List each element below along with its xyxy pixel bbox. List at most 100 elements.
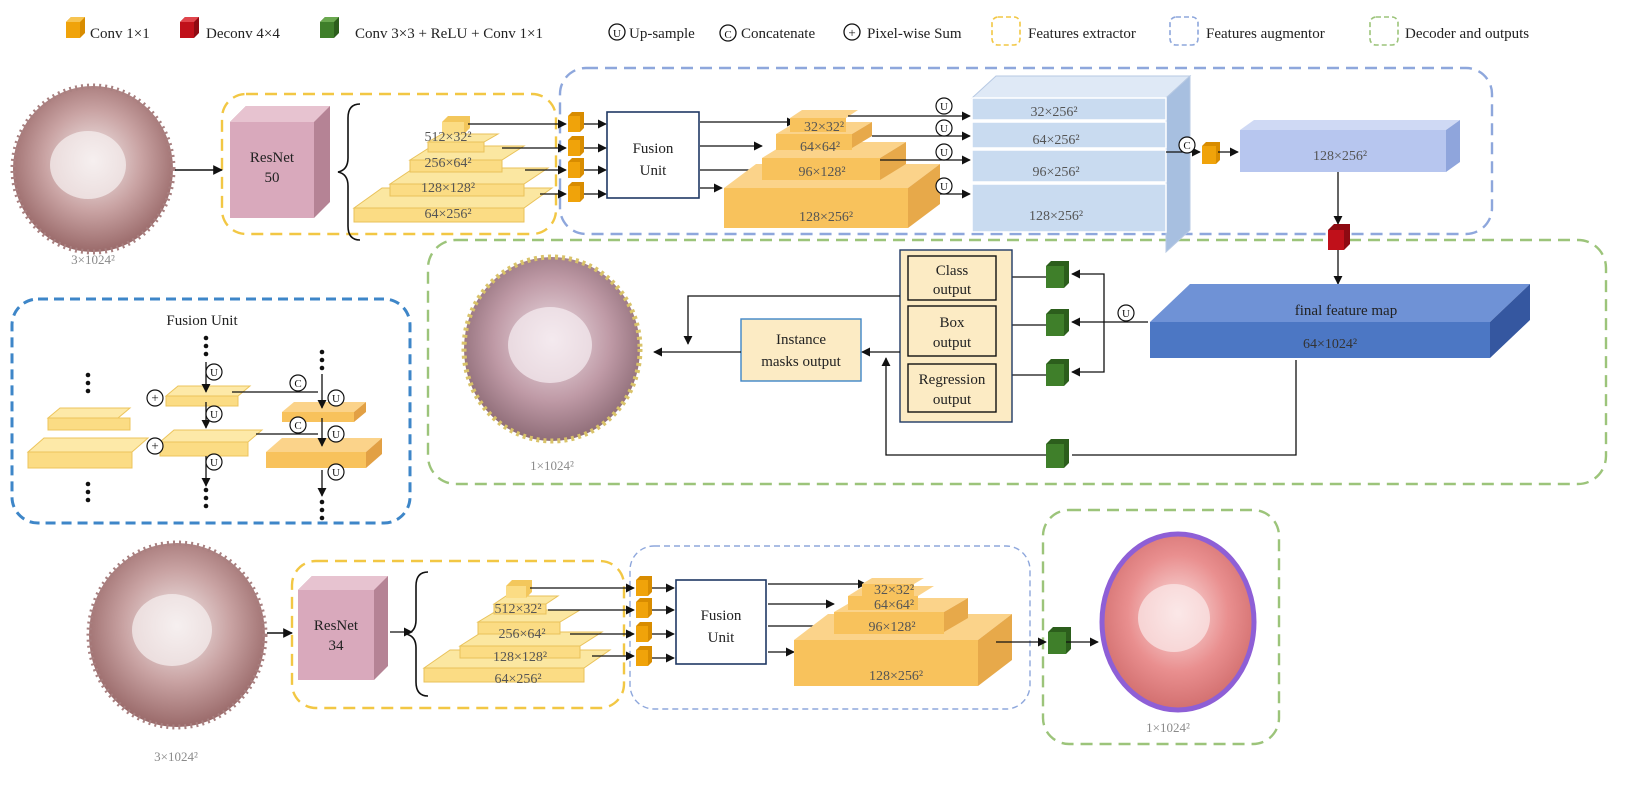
bottom-fusion-unit-box bbox=[675, 579, 767, 665]
fusion-detail-diagram bbox=[26, 335, 382, 521]
bottom-pyramid-label-1: 256×64² bbox=[498, 627, 545, 642]
legend-decoder-label: Decoder and outputs bbox=[1405, 26, 1529, 42]
concatenate-legend-icon bbox=[719, 24, 737, 42]
bottom-conv3-cube bbox=[1048, 627, 1071, 654]
legend: Conv 1×1 Deconv 4×4 Conv 3×3 + ReLU + Co… bbox=[66, 16, 1529, 46]
top-input-image bbox=[10, 83, 176, 255]
conv1-legend-icon bbox=[66, 17, 85, 38]
bottom-feature-pyramid bbox=[422, 580, 612, 683]
final-map-size: 64×1024² bbox=[1303, 337, 1357, 352]
bottom-fused-label-2: 96×128² bbox=[868, 620, 915, 635]
top-fused-label-3: 128×256² bbox=[799, 210, 853, 225]
sum-legend-symbol: + bbox=[848, 25, 855, 40]
top-resnet-label-2: 50 bbox=[265, 170, 280, 186]
top-up-symbol-3: U bbox=[940, 181, 948, 193]
bottom-fused-label-0: 32×32² bbox=[874, 583, 914, 598]
top-fused-label-2: 96×128² bbox=[798, 165, 845, 180]
instance-label-2: masks output bbox=[761, 354, 841, 370]
top-input-size: 3×1024² bbox=[71, 252, 115, 267]
mask-conv3-cube bbox=[1046, 439, 1069, 468]
bottom-augmentor-box bbox=[629, 545, 1031, 710]
bottom-input-size: 3×1024² bbox=[154, 749, 198, 764]
top-fused-label-0: 32×32² bbox=[804, 120, 844, 135]
class-output-box bbox=[907, 255, 997, 301]
augmentor-legend-icon bbox=[1169, 16, 1199, 46]
fusion-detail-box bbox=[10, 297, 412, 525]
top-extractor-box bbox=[220, 92, 558, 236]
top-deconv-cube bbox=[1328, 224, 1350, 250]
legend-deconv-label: Deconv 4×4 bbox=[206, 26, 280, 42]
bottom-fusion-label-2: Unit bbox=[708, 630, 736, 646]
top-merge-conv1 bbox=[1202, 142, 1220, 164]
class-output-label-1: Class bbox=[936, 263, 969, 279]
bottom-fusion-label-1: Fusion bbox=[701, 608, 742, 624]
upsample-legend-icon bbox=[608, 23, 626, 41]
fd-up-1: U bbox=[210, 409, 218, 421]
top-up-symbol-0: U bbox=[940, 101, 948, 113]
top-resnet-block bbox=[230, 106, 330, 218]
box-output-label-2: output bbox=[933, 335, 972, 351]
legend-augmentor-label: Features augmentor bbox=[1206, 26, 1325, 42]
top-feature-pyramid bbox=[352, 116, 554, 223]
legend-sum-label: Pixel-wise Sum bbox=[867, 26, 962, 42]
top-fusion-label-2: Unit bbox=[640, 163, 668, 179]
fd-up-3: U bbox=[332, 393, 340, 405]
bottom-input-image bbox=[86, 540, 268, 730]
final-up-symbol: U bbox=[1122, 308, 1130, 320]
top-pyramid-label-2: 128×128² bbox=[421, 181, 475, 196]
top-up-symbol-1: U bbox=[940, 123, 948, 135]
class-output-label-2: output bbox=[933, 282, 972, 298]
deconv-legend-icon bbox=[180, 17, 199, 38]
top-fusion-unit-box bbox=[606, 111, 700, 199]
bottom-pyramid-label-0: 512×32² bbox=[494, 602, 541, 617]
top-pyramid-label-1: 256×64² bbox=[424, 156, 471, 171]
top-conv1-cubes bbox=[568, 112, 584, 202]
bottom-output-image bbox=[1099, 531, 1257, 713]
fd-concat-0: C bbox=[294, 378, 301, 390]
regression-output-box bbox=[907, 363, 997, 413]
conv3-legend-icon bbox=[320, 17, 339, 38]
top-pyramid-label-0: 512×32² bbox=[424, 130, 471, 145]
instance-label-1: Instance bbox=[776, 332, 826, 348]
bottom-fused-label-1: 64×64² bbox=[874, 598, 914, 613]
top-stack-label-1: 64×256² bbox=[1032, 133, 1079, 148]
top-fused-label-1: 64×64² bbox=[800, 140, 840, 155]
top-concat-symbol: C bbox=[1183, 140, 1190, 152]
fd-sum-0: + bbox=[151, 390, 158, 405]
head-conv3-cubes bbox=[1046, 261, 1069, 386]
top-output-image bbox=[461, 254, 643, 444]
top-merged-label: 128×256² bbox=[1313, 149, 1367, 164]
legend-upsample-label: Up-sample bbox=[629, 26, 695, 42]
instance-masks-box bbox=[740, 318, 862, 382]
extractor-legend-icon bbox=[991, 16, 1021, 46]
bottom-pyramid-label-3: 64×256² bbox=[494, 672, 541, 687]
decoder-legend-icon bbox=[1369, 16, 1399, 46]
top-stack-label-2: 96×256² bbox=[1032, 165, 1079, 180]
bottom-resnet-label-1: ResNet bbox=[314, 618, 359, 634]
bottom-decoder-box bbox=[1041, 508, 1281, 746]
top-fusion-label-1: Fusion bbox=[633, 141, 674, 157]
top-merged-block bbox=[1240, 120, 1460, 172]
legend-extractor-label: Features extractor bbox=[1028, 26, 1136, 42]
fusion-detail-title: Fusion Unit bbox=[166, 313, 238, 329]
legend-concat-label: Concatenate bbox=[741, 26, 815, 42]
top-resnet-label-1: ResNet bbox=[250, 150, 295, 166]
bottom-conv1-cubes bbox=[636, 576, 652, 666]
bottom-resnet-label-2: 34 bbox=[329, 638, 345, 654]
top-augmented-stack bbox=[970, 74, 1192, 254]
top-decoder-box bbox=[426, 238, 1608, 486]
top-concat-icon bbox=[1178, 136, 1196, 154]
fd-sum-1: + bbox=[151, 438, 158, 453]
legend-conv3-label: Conv 3×3 + ReLU + Conv 1×1 bbox=[355, 26, 543, 42]
box-output-label-1: Box bbox=[939, 315, 965, 331]
fd-up-2: U bbox=[210, 457, 218, 469]
top-stack-label-3: 128×256² bbox=[1029, 209, 1083, 224]
fd-concat-1: C bbox=[294, 420, 301, 432]
bottom-output-size: 1×1024² bbox=[1146, 720, 1190, 735]
final-upsample-icon bbox=[1117, 304, 1135, 322]
top-fused-pyramid bbox=[724, 110, 940, 228]
legend-conv1-label: Conv 1×1 bbox=[90, 26, 150, 42]
fd-up-0: U bbox=[210, 367, 218, 379]
